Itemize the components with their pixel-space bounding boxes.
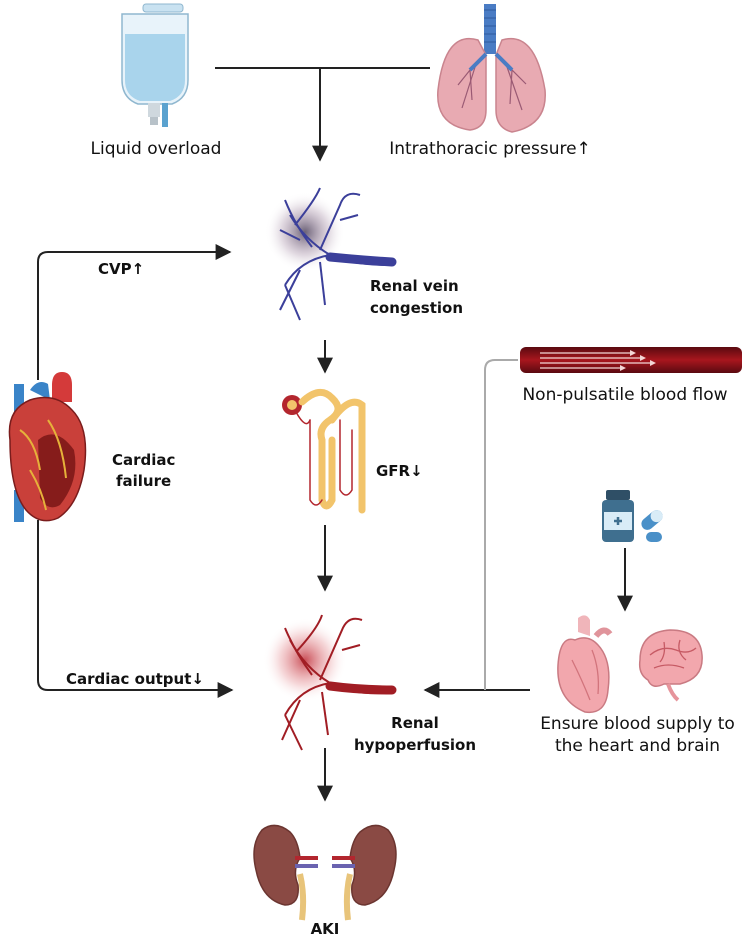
renal-vein-congestion-label-1: Renal vein [370, 277, 459, 295]
heart-icon [8, 372, 87, 522]
liquid-overload-label: Liquid overload [90, 139, 222, 159]
renal-vein-congestion-label-2: congestion [370, 299, 464, 317]
lungs-icon [437, 4, 546, 133]
kidneys-icon [253, 824, 397, 921]
nephron-icon [282, 388, 366, 514]
iv-bag-icon [121, 3, 189, 127]
renal-hypoperfusion-label-1: Renal [391, 714, 439, 732]
arrow-cardiac-output [37, 520, 234, 698]
cardiac-failure-label-1: Cardiac [112, 451, 176, 469]
ensure-supply-label-2: the heart and brain [554, 736, 721, 756]
heart-brain-icon [557, 615, 703, 714]
renal-hypoperfusion-label-2: hypoperfusion [353, 736, 477, 754]
vessel-icon [520, 347, 742, 373]
ensure-supply-label-1: Ensure blood supply to [540, 714, 735, 734]
nonpulsatile-line [484, 359, 518, 690]
kidney-vein-icon [265, 187, 397, 321]
gfr-label: GFR↓ [376, 462, 423, 480]
connectors [37, 67, 633, 802]
aki-label: AKI [310, 920, 340, 938]
intrathoracic-pressure-label: Intrathoracic pressure↑ [389, 139, 591, 159]
non-pulsatile-label: Non-pulsatile blood flow [522, 385, 728, 405]
arrow-cvp [37, 244, 232, 380]
cvp-label: CVP↑ [98, 260, 145, 278]
medication-icon [602, 490, 663, 542]
cardiac-failure-label-2: failure [116, 472, 172, 490]
kidney-artery-icon [263, 614, 397, 751]
cardiac-output-label: Cardiac output↓ [66, 670, 204, 688]
